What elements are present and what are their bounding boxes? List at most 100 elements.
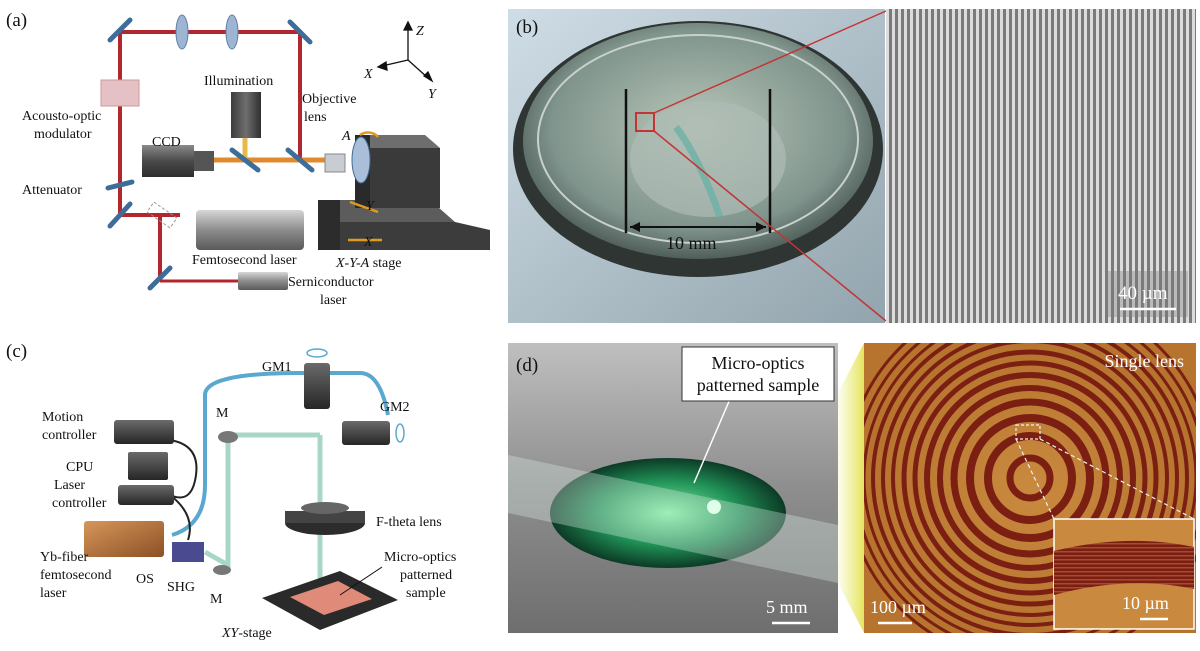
callout-line-2: patterned sample (697, 375, 819, 395)
xyz-axes (376, 20, 434, 83)
inset-zoom-box (1015, 424, 1041, 440)
label-ccd: CCD (152, 135, 181, 150)
label-rotation-a: A (341, 129, 351, 144)
stage-arrows (348, 131, 382, 242)
scale-arrowhead-right (756, 222, 766, 232)
cables (169, 439, 198, 541)
label-mops-2: patterned (400, 568, 452, 583)
label-gm1: GM1 (262, 360, 292, 375)
label-yb-1: Yb-fiber (40, 550, 89, 565)
scale-arrowhead-left (630, 222, 640, 232)
label-femtosecond-laser: Femtosecond laser (192, 253, 297, 268)
f-theta-body (285, 511, 365, 523)
panel-d-photo: Micro-optics patterned sample 5 mm (d) (508, 343, 1196, 633)
f-theta-top (301, 502, 349, 514)
panel-b-label: (b) (516, 17, 538, 38)
panel-a-label: (a) (6, 10, 28, 31)
label-stage-x: X (363, 235, 373, 250)
galvo-mirror-1 (304, 363, 330, 409)
label-yb-3: laser (40, 586, 67, 601)
inset-line-b (1039, 438, 1195, 520)
glass-slide (508, 455, 838, 583)
label-f-theta: F-theta lens (376, 515, 442, 530)
panel-d-label: (d) (516, 355, 538, 376)
shg-module (172, 542, 204, 562)
panel-b-photo: 10 mm 40 µm (b) (508, 9, 1196, 323)
callout-line-1: Micro-optics (712, 353, 805, 373)
zoom-box (635, 112, 655, 132)
label-illumination: Illumination (204, 74, 273, 89)
ccd-camera (142, 145, 194, 177)
panel-a-schematic: Z X Y Illumination Objective lens Acoust… (22, 14, 490, 308)
mirrors (105, 17, 315, 291)
zoom-line-bottom (653, 130, 887, 322)
label-mops-3: sample (406, 586, 446, 601)
scale-10mm: 10 mm (666, 233, 717, 253)
acousto-optic-modulator (100, 79, 140, 107)
femtosecond-laser (196, 210, 304, 250)
laser-controller (118, 485, 174, 505)
scale-10um: 10 µm (1122, 593, 1169, 613)
zoom-funnel (838, 343, 864, 633)
label-motion-2: controller (42, 428, 97, 443)
mirror-m-top (218, 431, 238, 443)
callout-pointer (693, 398, 731, 484)
axis-x-label: X (363, 67, 373, 82)
motion-controller (114, 420, 174, 444)
label-objective-2: lens (304, 110, 327, 125)
label-motion-1: Motion (42, 410, 83, 425)
label-gm2: GM2 (380, 400, 410, 415)
grating-magnified (886, 9, 1196, 323)
yb-fiber-laser (84, 521, 164, 557)
blue-fiber (171, 371, 390, 537)
label-attenuator: Attenuator (22, 183, 82, 198)
inset-ring-band (1054, 540, 1194, 595)
label-laserctl-1: Laser (54, 478, 85, 493)
label-shg: SHG (167, 580, 195, 595)
mirror-m-bottom (213, 565, 231, 575)
label-laserctl-2: controller (52, 496, 107, 511)
gm2-rotation (395, 423, 405, 443)
label-semi-2: laser (320, 293, 347, 308)
grating-region (630, 101, 786, 217)
petri-inner (537, 34, 859, 244)
axis-z-label: Z (416, 24, 424, 39)
label-acousto-2: modulator (34, 127, 92, 142)
scale-5mm: 5 mm (766, 597, 808, 617)
callout-box (681, 346, 835, 402)
label-m-bottom: M (210, 592, 223, 607)
ccd-nose (194, 151, 214, 171)
sample-plate (290, 581, 372, 615)
lenses (175, 14, 239, 50)
label-os: OS (136, 572, 154, 587)
xya-stage (318, 135, 490, 250)
label-m-top: M (216, 406, 229, 421)
label-acousto-1: Acousto-optic (22, 109, 101, 124)
label-cpu: CPU (66, 460, 93, 475)
mops-pointer (339, 566, 383, 596)
galvo-mirror-2 (342, 421, 390, 445)
label-mops-1: Micro-optics (384, 550, 456, 565)
label-xya-stage: X-Y-A stage (335, 256, 401, 271)
inset-line-a (1015, 438, 1055, 520)
panel-c-label: (c) (6, 341, 28, 362)
fresnel-rings (864, 343, 1196, 633)
label-stage-y: Y (366, 199, 376, 214)
label-semi-1: Serniconductor (288, 275, 374, 290)
illumination-source (231, 92, 261, 138)
scale-100um: 100 µm (870, 597, 926, 617)
diffraction-streak (673, 124, 724, 219)
semiconductor-laser (238, 272, 288, 290)
objective-lens (324, 153, 346, 173)
label-objective-1: Objective (302, 92, 356, 107)
cpu-monitor (128, 452, 168, 480)
single-lens-label: Single lens (1105, 351, 1185, 371)
label-yb-2: femtosecond (40, 568, 112, 583)
scale-40um: 40 µm (1118, 283, 1168, 304)
green-glow-sample (550, 458, 786, 568)
gm1-rotation (306, 348, 328, 358)
axis-y-label: Y (428, 87, 438, 102)
zoom-line-top (653, 10, 887, 114)
glow-spot (707, 500, 721, 514)
